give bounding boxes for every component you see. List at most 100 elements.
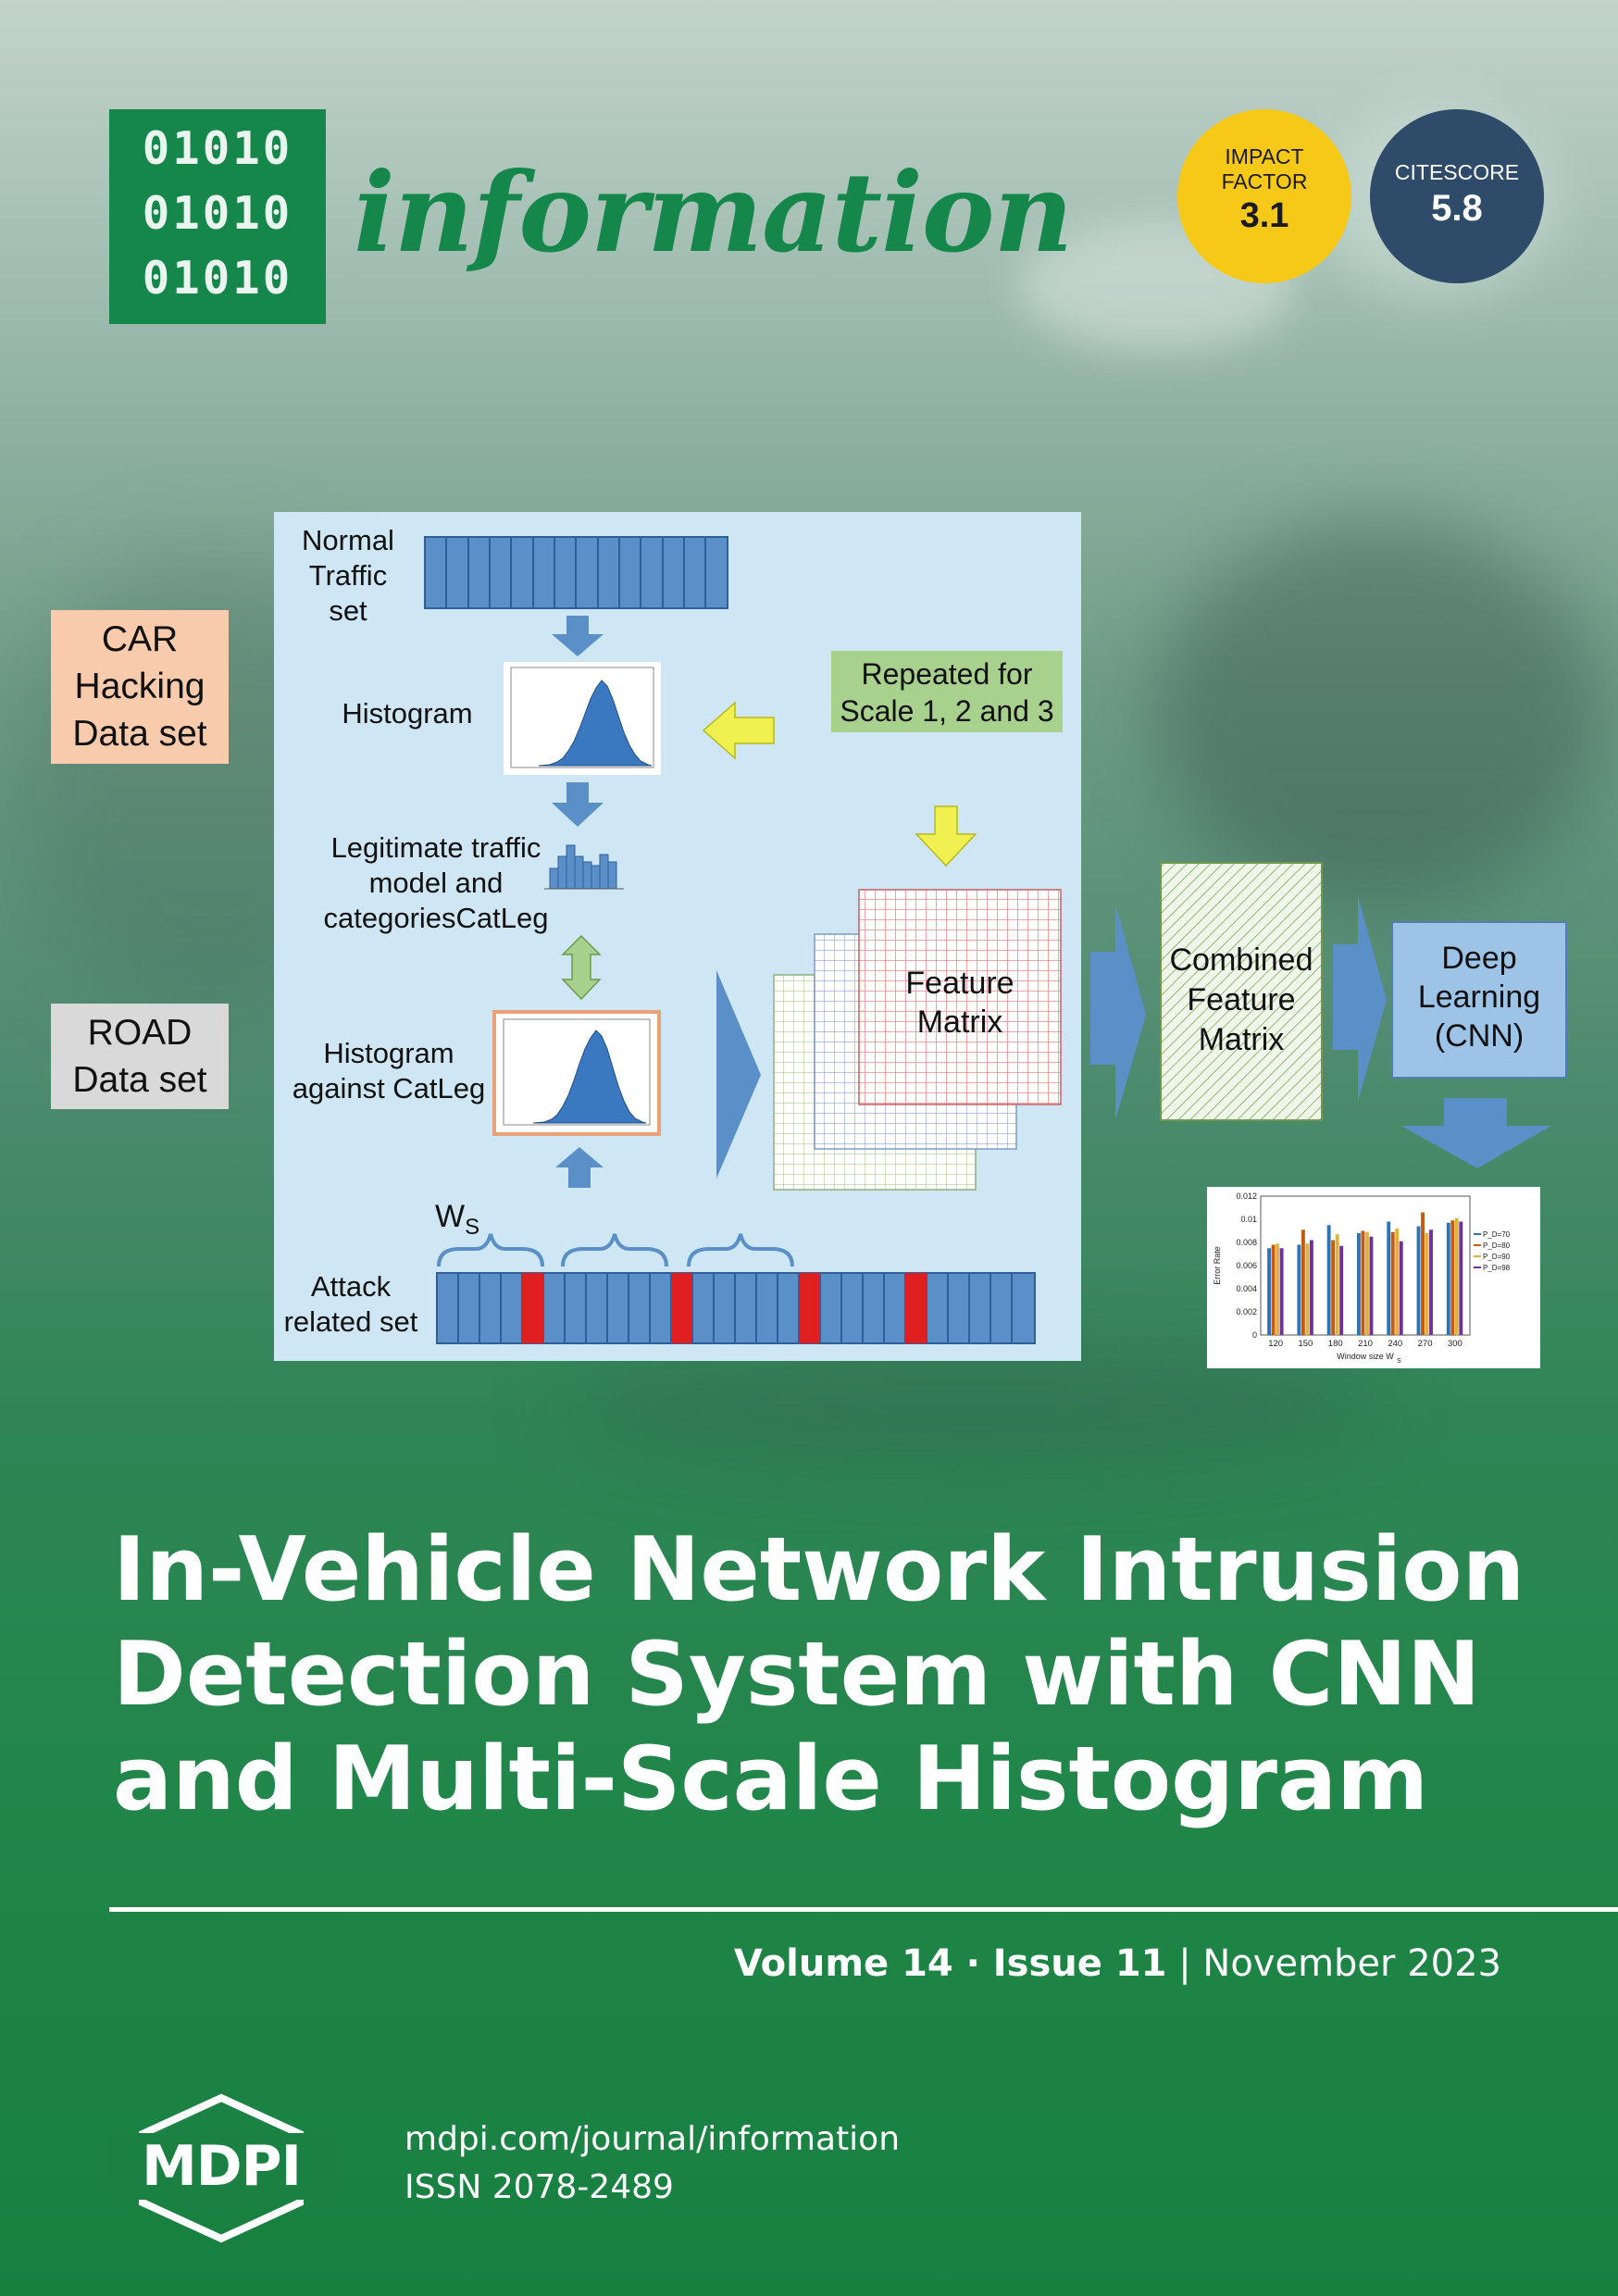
label-line: related set [283, 1305, 418, 1338]
window-braces [437, 1233, 794, 1267]
background-bokeh [1157, 518, 1601, 907]
impact-factor-label: FACTOR [1221, 169, 1308, 193]
impact-factor-badge: IMPACT FACTOR 3.1 [1177, 109, 1351, 283]
attack-related-label: Attack related set [274, 1269, 428, 1340]
chart-bar [1459, 1221, 1463, 1335]
double-arrow-icon [561, 934, 602, 1001]
x-axis-label: Window size W [1337, 1352, 1394, 1361]
citescore-label: CITESCORE [1394, 160, 1520, 184]
x-tick-label: 300 [1448, 1339, 1462, 1349]
chart-bar [1416, 1226, 1421, 1335]
y-tick-label: 0.01 [1240, 1215, 1257, 1224]
legit-traffic-bars [544, 844, 624, 890]
chart-bar [1421, 1212, 1425, 1335]
y-tick-label: 0.008 [1236, 1238, 1257, 1247]
deep-learning-box [1391, 921, 1567, 1079]
repeated-scales-box: Repeated for Scale 1, 2 and 3 [831, 651, 1063, 732]
x-tick-label: 180 [1328, 1339, 1343, 1349]
citescore-badge: CITESCORE 5.8 [1370, 109, 1544, 283]
chart-bar [1301, 1229, 1305, 1335]
label-line: categoriesCatLeg [323, 902, 549, 934]
dataset-label: CAR [101, 619, 179, 659]
logo-bits-row: 01010 [142, 187, 293, 240]
chart-bar [1369, 1236, 1374, 1335]
label-line: Deep [1441, 941, 1517, 976]
combined-feature-matrix-box [1160, 862, 1323, 1121]
up-arrow-icon [555, 1147, 604, 1188]
x-tick-label: 120 [1268, 1339, 1283, 1349]
chart-bar [1339, 1245, 1344, 1335]
chart-bar [1305, 1243, 1310, 1335]
combined-feature-matrix-label: Combined Feature Matrix [1161, 941, 1322, 1060]
dataset-label: ROAD [87, 1013, 193, 1053]
chart-bar [1395, 1229, 1400, 1335]
histogram-against-label: Histogram against CatLeg [285, 1036, 492, 1106]
x-tick-label: 150 [1298, 1339, 1313, 1349]
y-tick-label: 0.004 [1236, 1284, 1257, 1293]
legend-label: P_D=90 [1483, 1253, 1511, 1261]
down-arrow-icon [552, 616, 604, 656]
feature-matrix-label: Feature Matrix [859, 964, 1061, 1042]
chart-bar [1276, 1243, 1280, 1335]
label-line: Matrix [916, 1004, 1003, 1040]
label-line: S [465, 1214, 480, 1240]
chart-bar [1425, 1233, 1429, 1335]
attack-related-sequence [436, 1272, 1036, 1344]
title-divider [109, 1907, 1618, 1912]
chart-bar [1267, 1248, 1272, 1335]
flow-diagram-panel: Repeated for Scale 1, 2 and 3 Normal Tra… [274, 512, 1081, 1361]
right-flow-graphics [1090, 862, 1567, 1168]
right-arrow-icon [1090, 904, 1146, 1120]
repeated-label: Scale 1, 2 and 3 [840, 694, 1054, 728]
label-line: against CatLeg [292, 1072, 486, 1104]
window-size-label: WS [435, 1199, 479, 1241]
x-tick-label: 210 [1358, 1339, 1373, 1349]
journal-name: information [354, 148, 1073, 277]
logo-bits-row: 01010 [142, 122, 293, 175]
label-line: Histogram [323, 1037, 454, 1069]
chart-bar [1361, 1230, 1365, 1335]
chart-bar [1309, 1240, 1313, 1335]
title-line: Detection System with CNN [113, 1624, 1481, 1726]
label-line: Normal [302, 524, 394, 556]
chart-bar [1429, 1229, 1433, 1335]
label-line: Learning [1417, 980, 1541, 1015]
chart-bar [1279, 1248, 1284, 1335]
y-tick-label: 0.006 [1236, 1261, 1257, 1270]
impact-factor-value: 3.1 [1239, 196, 1289, 235]
journal-url[interactable]: mdpi.com/journal/information [404, 2120, 901, 2158]
label-line: model and [368, 867, 504, 899]
chart-bar [1399, 1241, 1403, 1335]
label-line: Feature [905, 966, 1014, 1001]
chart-bar [1365, 1231, 1369, 1335]
issue-date: November 2023 [1202, 1942, 1501, 1985]
article-title: In-Vehicle Network Intrusion Detection S… [113, 1518, 1557, 1832]
repeated-label: Repeated for [861, 657, 1033, 691]
right-arrow-icon [1333, 896, 1387, 1102]
left-arrow-icon [702, 701, 775, 760]
normal-traffic-label: Normal Traffic set [283, 523, 413, 629]
chart-bar [1390, 1231, 1395, 1335]
y-tick-label: 0.012 [1236, 1192, 1257, 1201]
x-axis-label-subscript: S [1397, 1358, 1401, 1365]
histogram-bars [510, 667, 654, 768]
citescore-value: 5.8 [1431, 188, 1483, 229]
histogram-bars [503, 1018, 651, 1126]
journal-logo: 01010 01010 01010 [109, 109, 326, 324]
dataset-label: Data set [72, 714, 207, 754]
legit-model-label: Legitimate traffic model and categoriesC… [320, 830, 552, 936]
impact-factor-label: IMPACT [1225, 144, 1304, 168]
y-axis-label: Error Rate [1213, 1246, 1222, 1285]
histogram-label: Histogram [342, 697, 473, 730]
label-line: Matrix [1198, 1022, 1285, 1057]
chart-bar [1387, 1221, 1391, 1335]
down-arrow-icon [1401, 1098, 1551, 1168]
label-line: Traffic [308, 559, 388, 592]
volume: Volume 14 [733, 1942, 953, 1985]
logo-bits-row: 01010 [142, 252, 293, 305]
chart-bar [1357, 1233, 1361, 1335]
chart-bar [1450, 1220, 1455, 1335]
title-line: and Multi-Scale Histogram [113, 1728, 1429, 1830]
label-line: (CNN) [1434, 1018, 1525, 1054]
